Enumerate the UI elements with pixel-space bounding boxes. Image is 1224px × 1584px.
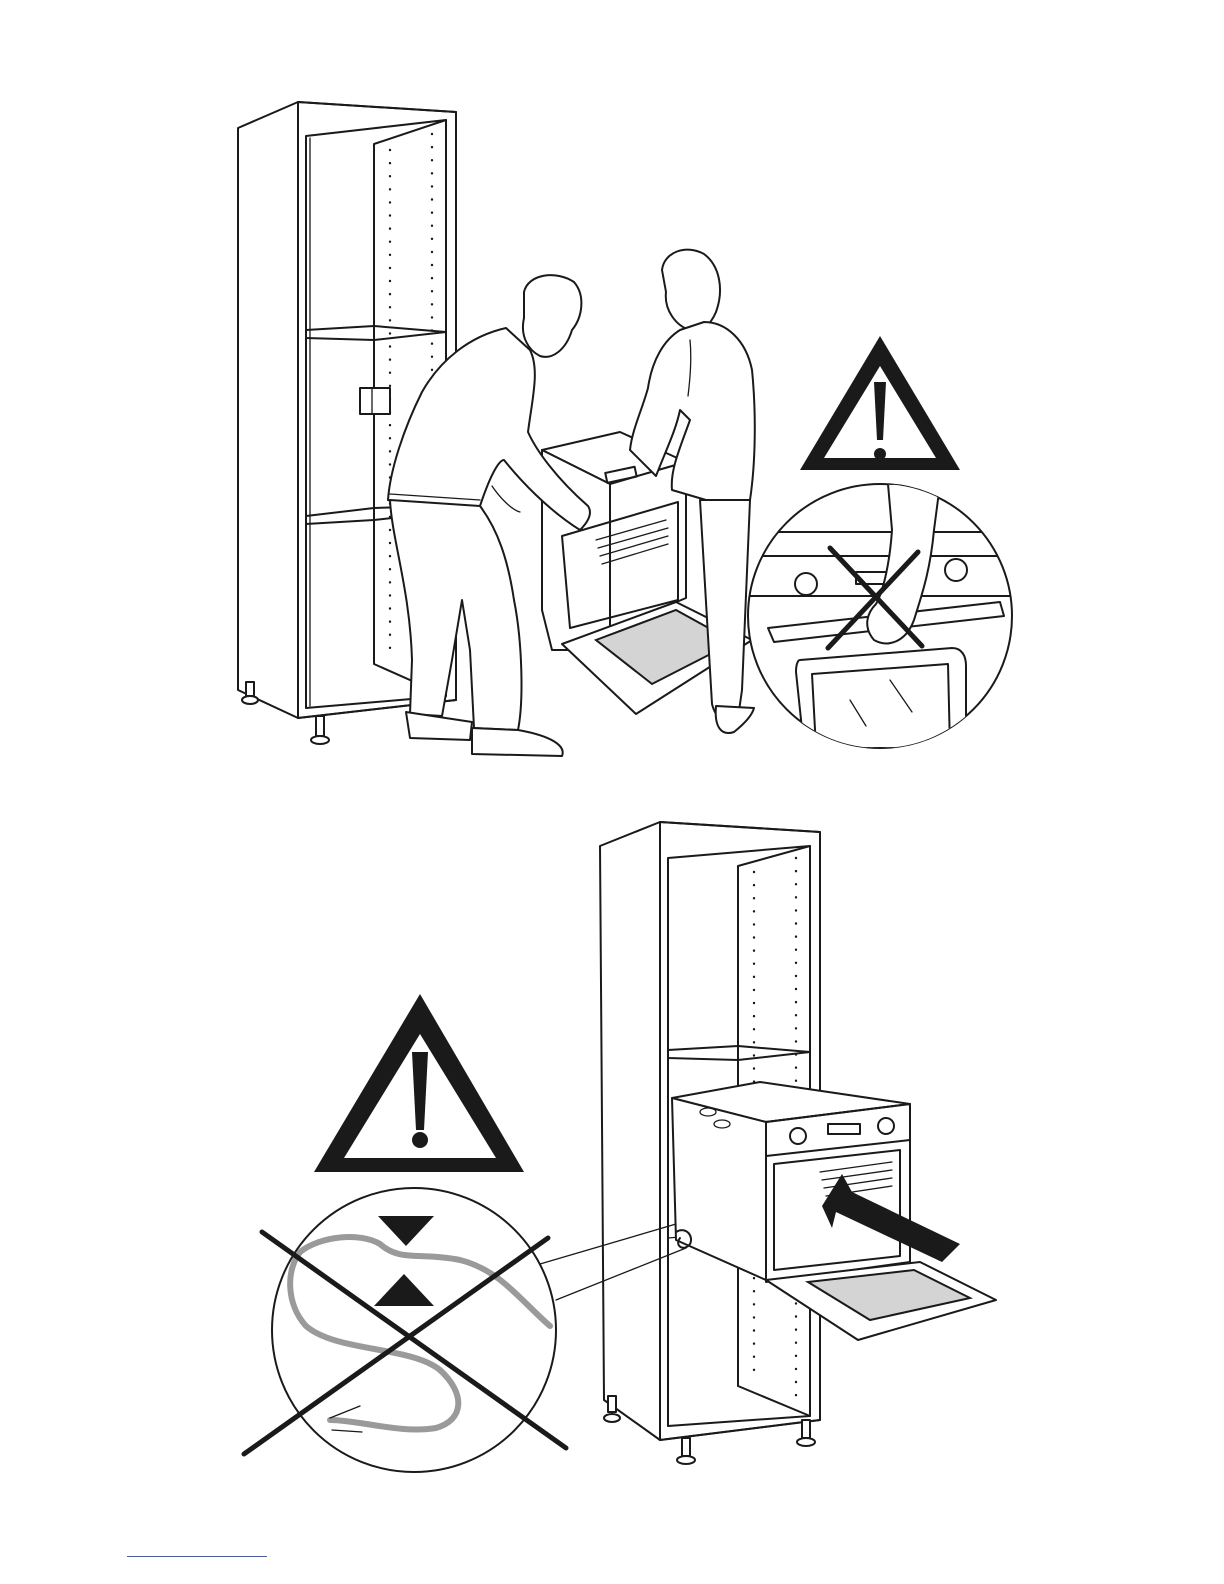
warning-triangle-icon bbox=[314, 994, 524, 1172]
warning-triangle-icon bbox=[800, 336, 960, 470]
illustration-lifting-oven bbox=[238, 102, 1012, 756]
detail-do-not-pinch-cable bbox=[244, 1188, 566, 1472]
detail-do-not-lift-by-handle bbox=[748, 484, 1012, 748]
illustration-pushing-oven bbox=[244, 822, 996, 1472]
footer-rule bbox=[127, 1556, 267, 1557]
